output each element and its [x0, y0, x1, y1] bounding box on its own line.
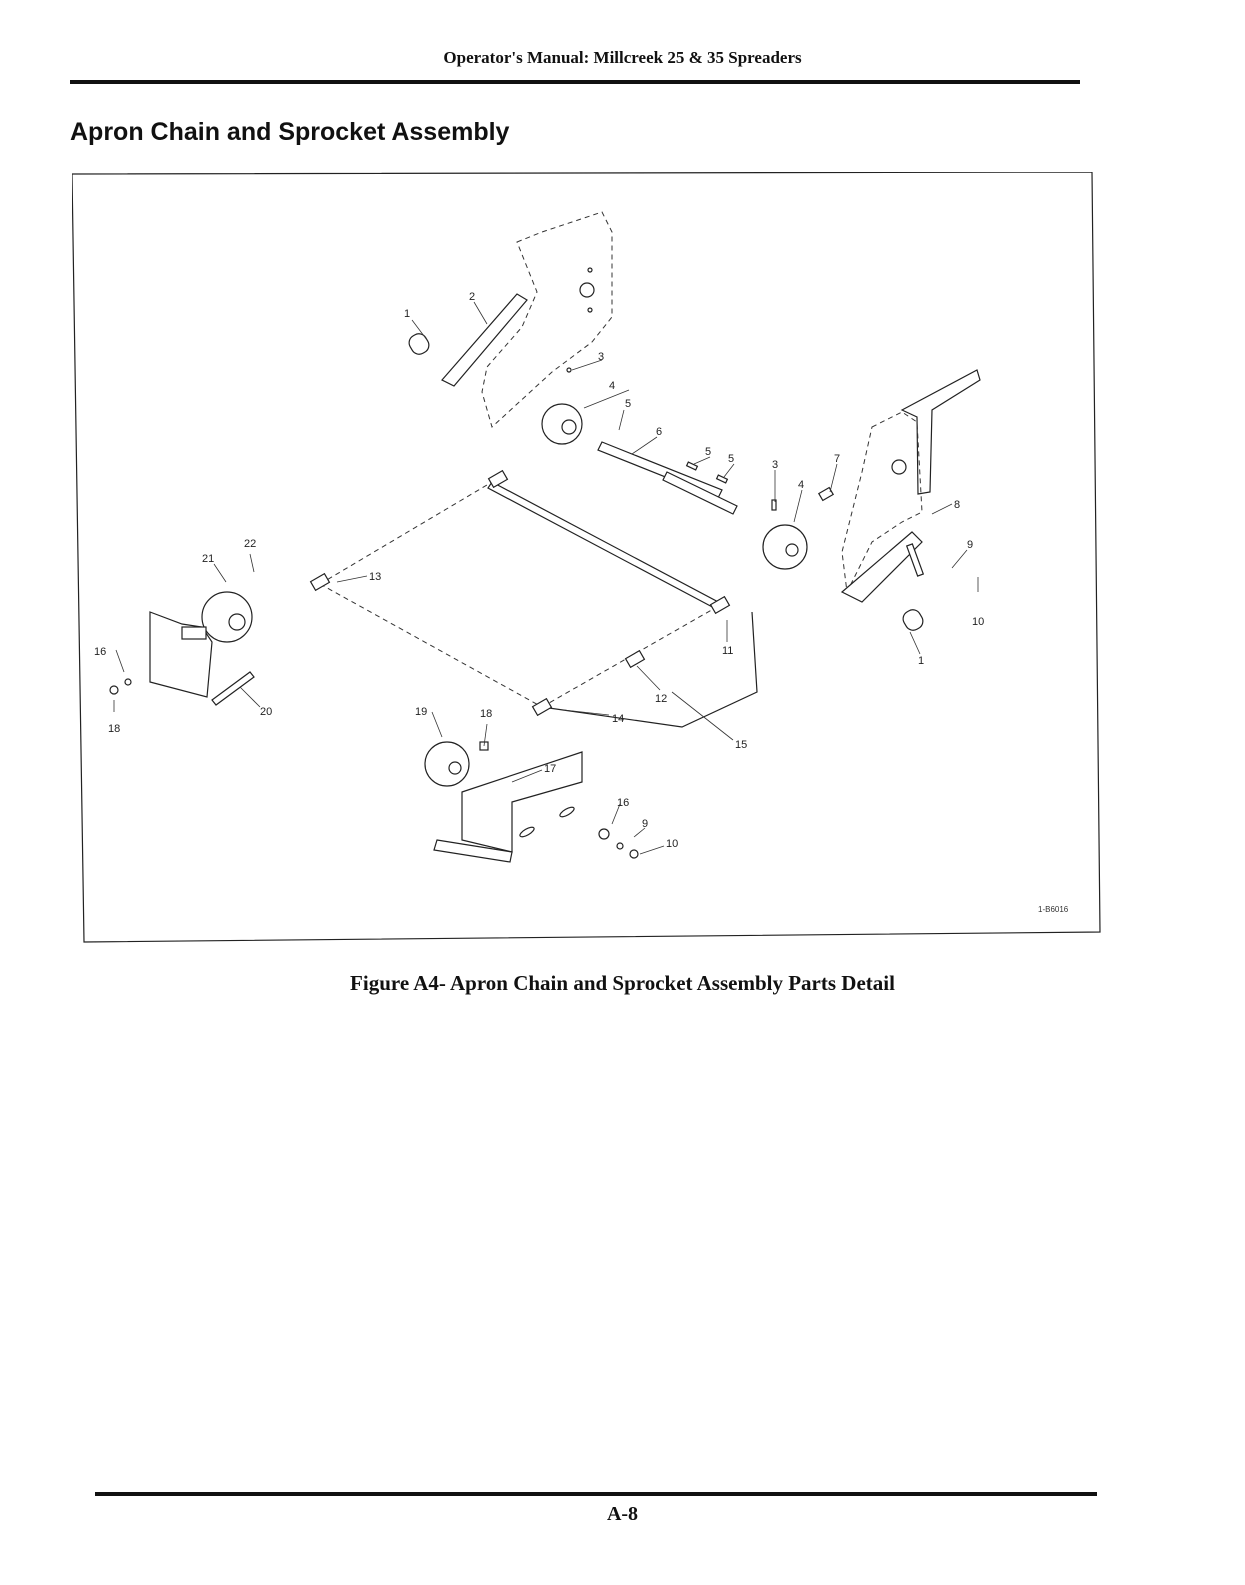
callout-label: 18	[480, 708, 492, 720]
parts-figure: 1 2 3 4 5 6 5 5 3 4 7 8 9 10 1 11 12 13 …	[72, 172, 1112, 952]
sprocket-right	[763, 488, 833, 569]
callout-label: 16	[617, 797, 629, 809]
callout-label: 10	[666, 838, 678, 850]
callout-label: 13	[369, 571, 381, 583]
exploded-parts-drawing: 1 2 3 4 5 6 5 5 3 4 7 8 9 10 1 11 12 13 …	[72, 172, 1112, 952]
running-header: Operator's Manual: Millcreek 25 & 35 Spr…	[0, 48, 1245, 68]
page-number: A-8	[0, 1503, 1245, 1526]
callout-label: 15	[735, 739, 747, 751]
footer-rule	[95, 1492, 1097, 1496]
callout-label: 22	[244, 538, 256, 550]
drawing-id: 1-B6016	[1038, 905, 1069, 914]
callout-label: 2	[469, 291, 475, 303]
callout-label: 1	[918, 655, 924, 667]
callout-label: 5	[625, 398, 631, 410]
callout-label: 18	[108, 723, 120, 735]
sprocket-upper-left	[542, 368, 582, 444]
apron-chain	[311, 471, 757, 727]
callout-label: 6	[656, 426, 662, 438]
callout-label: 3	[598, 351, 604, 363]
sprocket-left	[110, 592, 254, 705]
figure-caption: Figure A4- Apron Chain and Sprocket Asse…	[0, 971, 1245, 996]
callout-label: 14	[612, 713, 624, 725]
callout-label: 9	[967, 539, 973, 551]
callout-label: 4	[798, 479, 804, 491]
callout-label: 16	[94, 646, 106, 658]
callout-label: 19	[415, 706, 427, 718]
callout-label: 7	[834, 453, 840, 465]
callout-label: 11	[722, 645, 733, 657]
callout-label: 5	[728, 453, 734, 465]
callout-label: 20	[260, 706, 272, 718]
section-title: Apron Chain and Sprocket Assembly	[70, 118, 509, 147]
figure-frame	[72, 172, 1100, 942]
callout-label: 17	[544, 763, 556, 775]
sprocket-lower	[425, 742, 638, 862]
callout-label: 9	[642, 818, 648, 830]
callout-label: 8	[954, 499, 960, 511]
callout-label: 10	[972, 616, 984, 628]
callout-label: 1	[404, 308, 410, 320]
header-rule	[70, 80, 1080, 84]
callout-label: 4	[609, 380, 615, 392]
callout-label: 3	[772, 459, 778, 471]
callout-label: 5	[705, 446, 711, 458]
callout-label: 21	[202, 553, 214, 565]
callout-label: 12	[655, 693, 667, 705]
tensioner-arm	[406, 294, 527, 386]
upper-shaft	[598, 442, 737, 514]
